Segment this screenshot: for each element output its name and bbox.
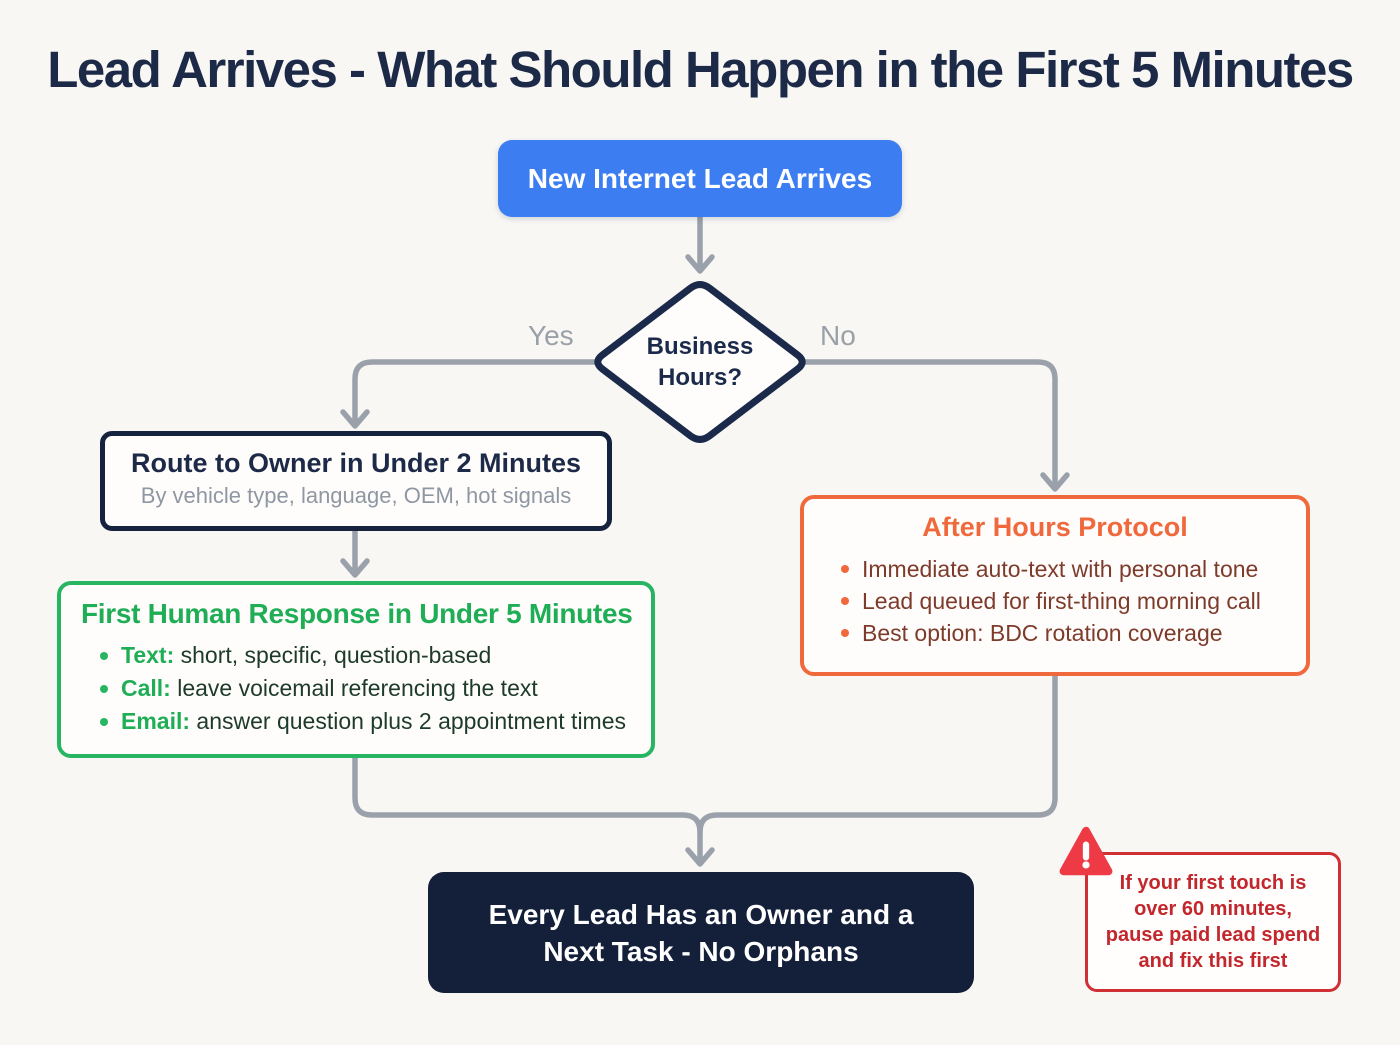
outcome-line-2: Next Task - No Orphans xyxy=(543,935,859,967)
list-item: Best option: BDC rotation coverage xyxy=(840,617,1306,649)
bullet-lead: Call: xyxy=(121,675,171,701)
start-node: New Internet Lead Arrives xyxy=(498,140,902,217)
outcome-line-1: Every Lead Has an Owner and a xyxy=(488,898,914,930)
route-to-owner-node: Route to Owner in Under 2 Minutes By veh… xyxy=(100,431,612,531)
list-item: Call: leave voicemail referencing the te… xyxy=(99,672,651,705)
warning-line-4: and fix this first xyxy=(1138,950,1288,972)
bullet-text: leave voicemail referencing the text xyxy=(170,675,538,701)
arrowhead-route xyxy=(340,409,370,429)
connector-no-branch xyxy=(800,359,1058,487)
connector-after-hours-to-outcome xyxy=(697,672,1058,835)
warning-callout: If your first touch is over 60 minutes, … xyxy=(1085,852,1341,992)
decision-diamond-shape xyxy=(594,281,806,443)
page-title: Lead Arrives - What Should Happen in the… xyxy=(47,41,1354,98)
bullet-text: answer question plus 2 appointment times xyxy=(190,708,626,734)
start-node-label: New Internet Lead Arrives xyxy=(527,162,873,194)
route-node-subtitle: By vehicle type, language, OEM, hot sign… xyxy=(140,483,572,508)
yes-branch-label: Yes xyxy=(528,320,574,351)
after-hours-bullet-list: Immediate auto-text with personal tone L… xyxy=(840,553,1306,649)
outcome-node: Every Lead Has an Owner and a Next Task … xyxy=(428,872,974,993)
list-item: Text: short, specific, question-based xyxy=(99,639,651,672)
warning-triangle-icon xyxy=(1059,826,1113,876)
warning-line-2: over 60 minutes, xyxy=(1134,898,1292,920)
after-hours-title: After Hours Protocol xyxy=(922,512,1188,542)
list-item: Email: answer question plus 2 appointmen… xyxy=(99,705,651,738)
route-node-title: Route to Owner in Under 2 Minutes xyxy=(130,448,582,478)
warning-line-3: pause paid lead spend xyxy=(1105,924,1321,946)
arrowhead-response xyxy=(340,558,370,578)
arrowhead-decision xyxy=(685,254,715,274)
first-response-bullet-list: Text: short, specific, question-based Ca… xyxy=(99,639,651,738)
arrowhead-after-hours xyxy=(1040,472,1070,492)
connector-response-to-outcome xyxy=(352,754,703,861)
after-hours-node: After Hours Protocol Immediate auto-text… xyxy=(800,495,1310,676)
no-branch-label: No xyxy=(820,320,856,351)
bullet-text: short, specific, question-based xyxy=(174,642,492,668)
first-response-node: First Human Response in Under 5 Minutes … xyxy=(57,581,655,758)
bullet-lead: Text: xyxy=(121,642,175,668)
connector-yes-branch xyxy=(352,359,600,424)
arrowhead-outcome xyxy=(685,847,715,867)
list-item: Lead queued for first-thing morning call xyxy=(840,585,1306,617)
warning-line-1: If your first touch is xyxy=(1119,872,1307,894)
list-item: Immediate auto-text with personal tone xyxy=(840,553,1306,585)
decision-node-label: Business Hours? xyxy=(646,333,754,391)
first-response-title: First Human Response in Under 5 Minutes xyxy=(81,598,633,629)
bullet-lead: Email: xyxy=(121,708,191,734)
